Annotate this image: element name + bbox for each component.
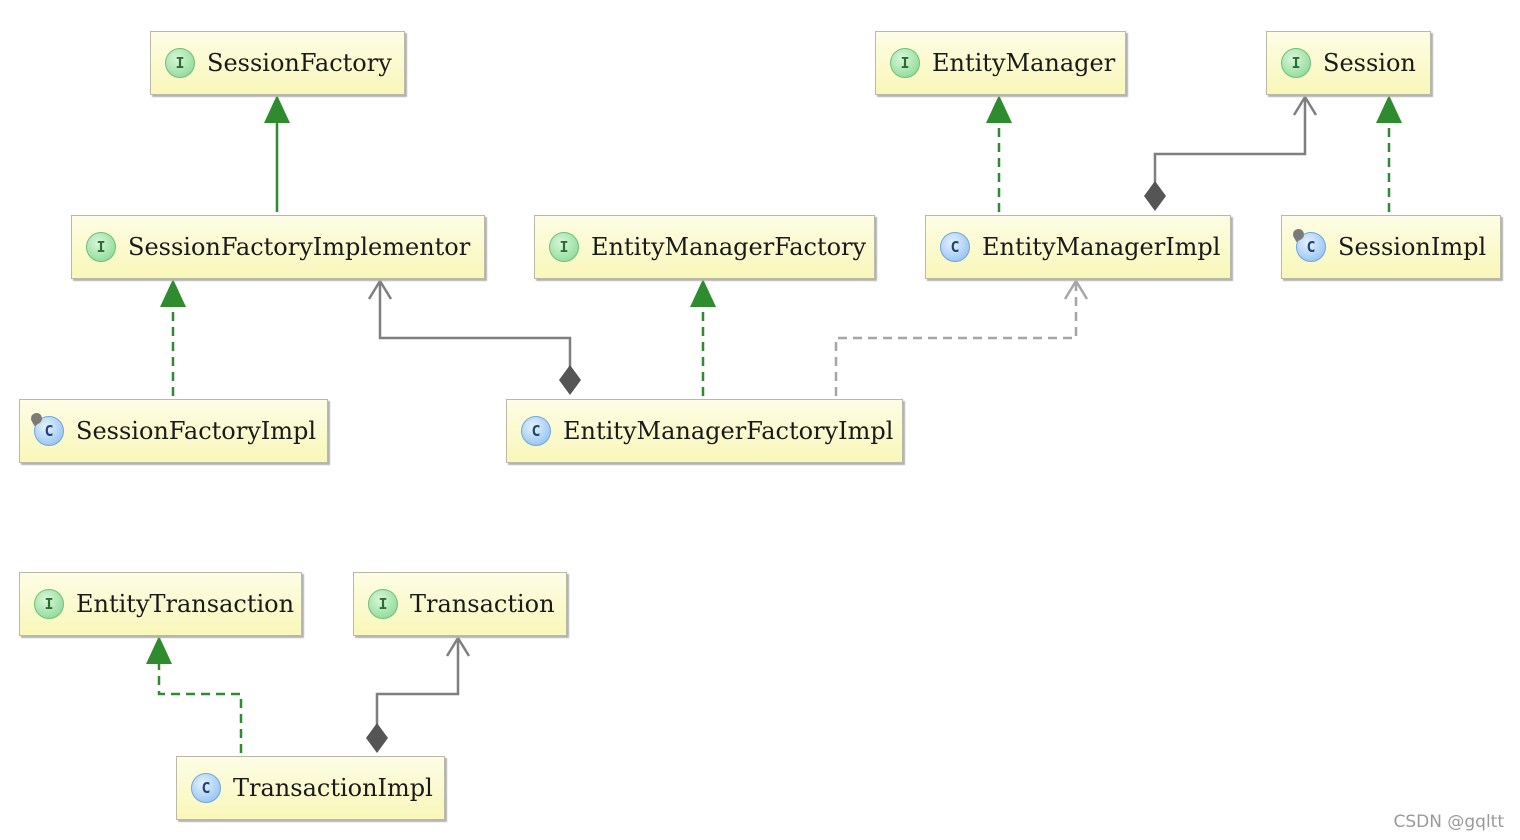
badge-letter: C [44, 422, 54, 440]
arrowhead-open [1063, 278, 1089, 300]
class-icon: C [521, 416, 551, 446]
edge-composition-entitymanagerimpl-session [1144, 94, 1318, 211]
node-label: SessionImpl [1338, 233, 1487, 261]
node-session-impl[interactable]: C SessionImpl [1281, 215, 1501, 279]
arrowhead-filled [690, 279, 716, 307]
composition-diamond [366, 723, 388, 753]
watermark: CSDN @gqltt [1393, 812, 1504, 832]
node-label: SessionFactoryImpl [76, 417, 317, 445]
node-label: EntityManagerImpl [982, 233, 1221, 261]
edge-implements-sessionimpl-session [1376, 95, 1402, 212]
arrowhead-filled [1376, 95, 1402, 123]
node-entity-transaction[interactable]: I EntityTransaction [19, 572, 302, 636]
node-entity-manager-factory-impl[interactable]: C EntityManagerFactoryImpl [506, 399, 903, 463]
node-label: EntityManagerFactoryImpl [563, 417, 894, 445]
arrowhead-filled [146, 636, 172, 664]
interface-icon: I [165, 48, 195, 78]
class-icon: C [940, 232, 970, 262]
node-label: SessionFactory [207, 49, 392, 77]
class-icon: C [191, 773, 221, 803]
arrowhead-open [367, 278, 393, 300]
node-transaction-impl[interactable]: C TransactionImpl [176, 756, 445, 820]
arrowhead-filled [986, 95, 1012, 123]
interface-icon: I [890, 48, 920, 78]
edge-implements-entitymanagerimpl-entitymanager [986, 95, 1012, 212]
node-label: Transaction [410, 590, 555, 618]
node-entity-manager-factory[interactable]: I EntityManagerFactory [534, 215, 875, 279]
node-label: EntityManager [932, 49, 1116, 77]
interface-icon: I [1281, 48, 1311, 78]
edge-composition-transactionimpl-transaction [366, 635, 471, 753]
edge-dependency-entitymanagerfactoryimpl-entitymanagerimpl [834, 278, 1089, 396]
node-session-factory[interactable]: I SessionFactory [150, 31, 405, 95]
node-entity-manager-impl[interactable]: C EntityManagerImpl [925, 215, 1231, 279]
node-label: SessionFactoryImplementor [128, 233, 471, 261]
edge-composition-entitymanagerfactoryimpl-sessionfactoryimplementor [367, 278, 581, 395]
edge-implements-entitymanagerfactoryimpl-entitymanagerfactory [690, 279, 716, 396]
arrowhead-open [1292, 94, 1318, 116]
composition-diamond [559, 365, 581, 395]
interface-icon: I [549, 232, 579, 262]
interface-icon: I [34, 589, 64, 619]
pin-icon [28, 410, 45, 427]
node-session-factory-implementor[interactable]: I SessionFactoryImplementor [71, 215, 485, 279]
arrowhead-open [445, 635, 471, 657]
node-label: TransactionImpl [233, 774, 433, 802]
node-label: EntityTransaction [76, 590, 295, 618]
interface-icon: I [368, 589, 398, 619]
arrowhead-filled [160, 279, 186, 307]
class-icon: C [1290, 226, 1326, 262]
edge-implements-sessionfactoryimpl-sessionfactoryimplementor [160, 279, 186, 396]
interface-icon: I [86, 232, 116, 262]
arrowhead-filled [264, 95, 290, 123]
node-label: EntityManagerFactory [591, 233, 867, 261]
node-session-factory-impl[interactable]: C SessionFactoryImpl [19, 399, 328, 463]
edge-extends-sessionfactoryimplementor-sessionfactory [264, 95, 290, 212]
node-transaction[interactable]: I Transaction [353, 572, 567, 636]
badge-letter: C [1306, 238, 1316, 256]
node-session[interactable]: I Session [1266, 31, 1431, 95]
pin-icon [1290, 226, 1307, 243]
class-icon: C [28, 410, 64, 446]
edge-implements-transactionimpl-entitytransaction [146, 636, 243, 753]
composition-diamond [1144, 181, 1166, 211]
node-label: Session [1323, 49, 1416, 77]
node-entity-manager[interactable]: I EntityManager [875, 31, 1126, 95]
